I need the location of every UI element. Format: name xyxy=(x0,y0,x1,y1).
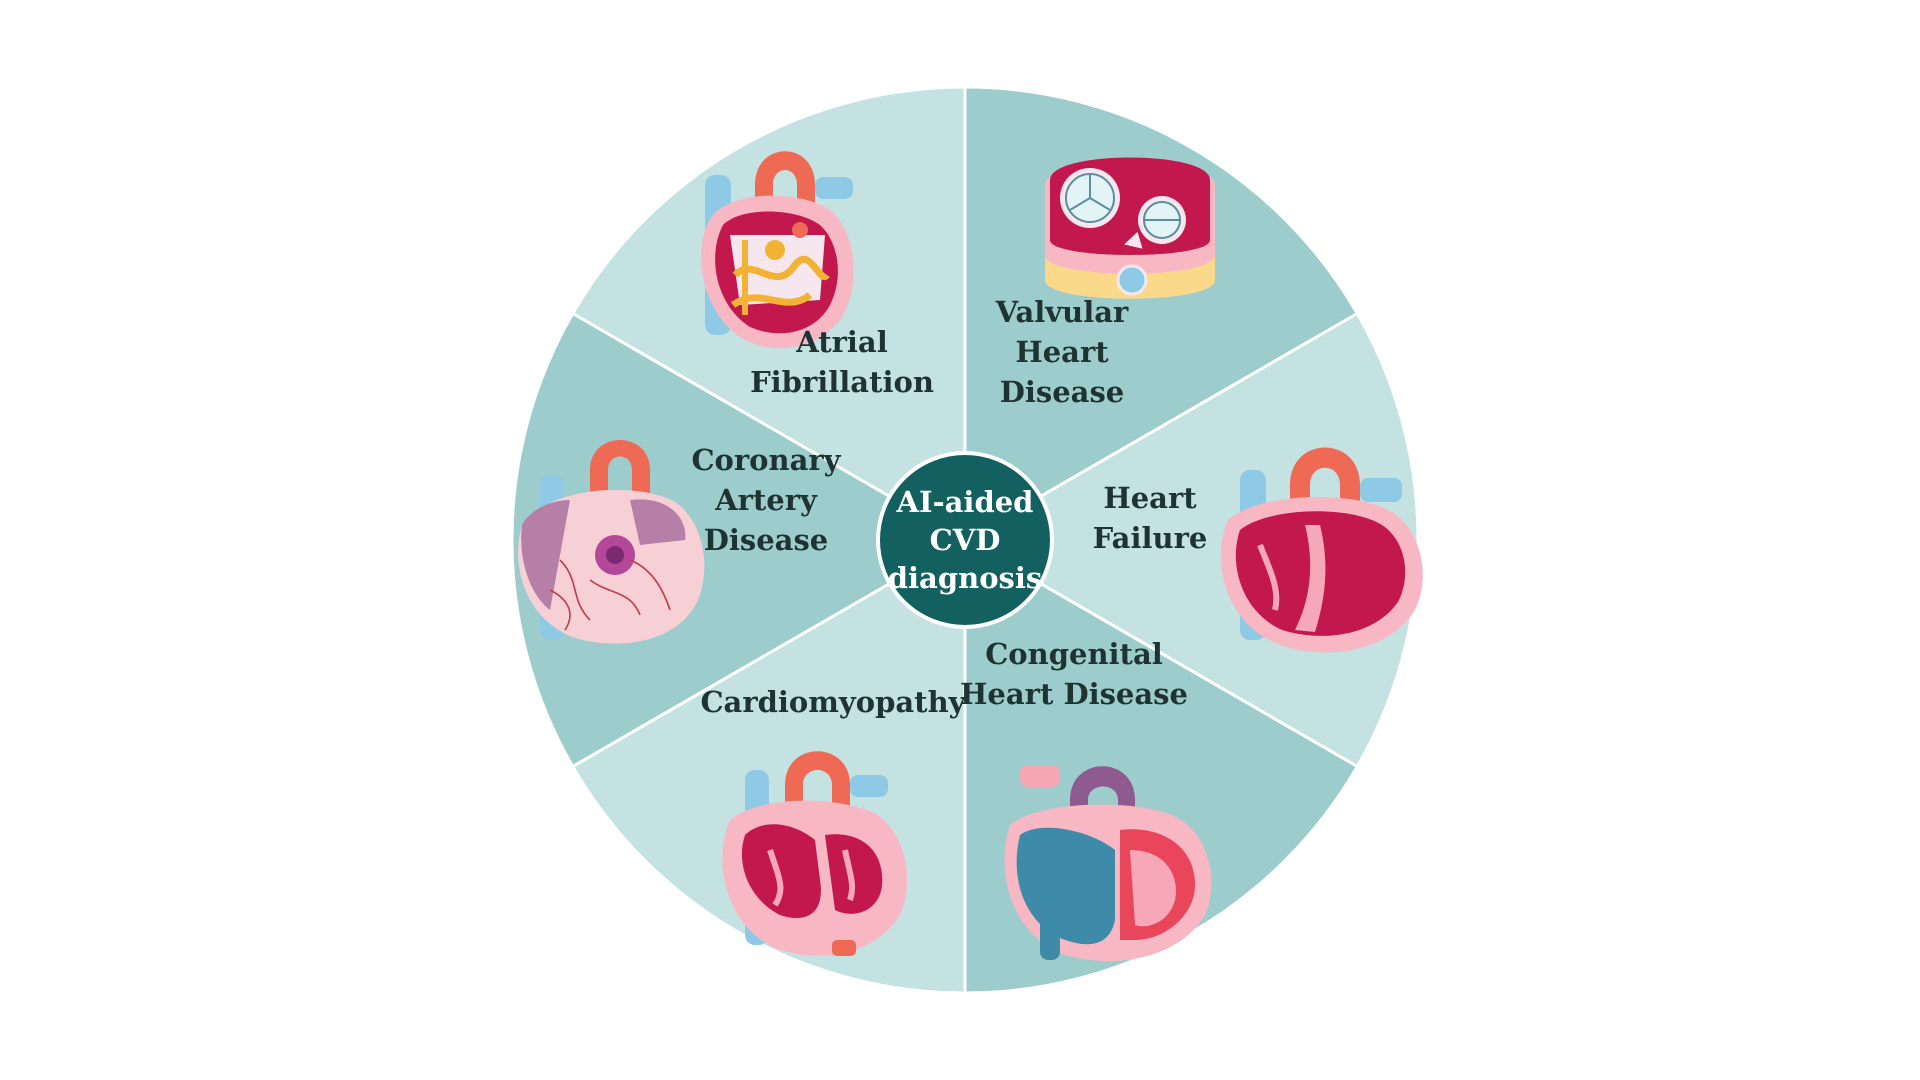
segment-label-cardiomyopathy: Cardiomyopathy xyxy=(700,685,966,719)
coronary-heart-icon xyxy=(518,440,705,644)
segment-label-line: Artery xyxy=(714,483,818,517)
segment-label-line: Heart Disease xyxy=(960,677,1188,711)
congenital-heart-icon xyxy=(1004,765,1212,962)
segment-label-line: Disease xyxy=(1000,375,1125,409)
segment-label-line: Heart xyxy=(1103,481,1197,515)
segment-label-line: Congenital xyxy=(985,637,1163,671)
segment-label-line: Failure xyxy=(1093,521,1208,555)
heart-conduction-icon xyxy=(701,151,854,349)
segment-label-line: Atrial xyxy=(795,325,888,359)
heart-failure-icon xyxy=(1220,447,1423,653)
segment-label-line: Fibrillation xyxy=(750,365,934,399)
segment-label-line: Disease xyxy=(704,523,829,557)
segment-heart-failure[interactable] xyxy=(962,311,1420,769)
segment-coronary-artery-disease[interactable] xyxy=(510,311,968,769)
segment-label-line: Heart xyxy=(1015,335,1109,369)
cardiomyopathy-heart-icon xyxy=(722,751,907,956)
segment-label-line: Valvular xyxy=(995,295,1129,329)
heart-valves-icon xyxy=(1045,157,1215,299)
segment-label-line: Cardiomyopathy xyxy=(700,685,966,719)
hub-label-line: CVD xyxy=(930,523,1001,557)
segment-label-line: Coronary xyxy=(691,443,841,477)
hub-label-line: diagnosis xyxy=(888,561,1042,595)
hub-label-line: AI-aided xyxy=(896,485,1034,519)
